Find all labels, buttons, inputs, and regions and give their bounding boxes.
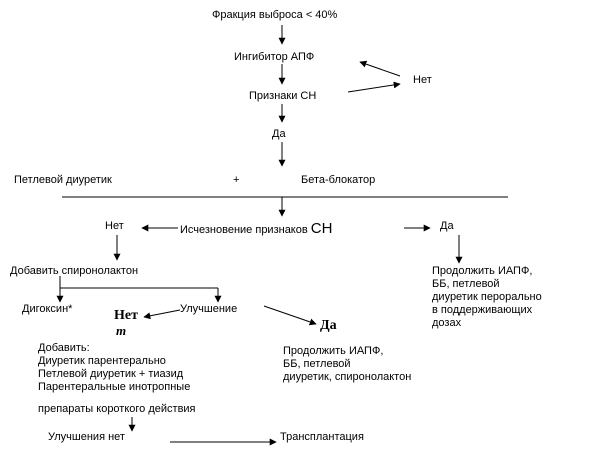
continue-center-line: Продолжить ИАПФ, — [283, 345, 384, 357]
arrow-signs-to-no — [347, 81, 401, 93]
continue-right-line: ББ, петлевой — [432, 278, 500, 290]
continue-right-line: Продолжить ИАПФ, — [432, 265, 533, 277]
arrow-improvement-to-yes — [263, 305, 317, 326]
arrow-no-to-ace — [359, 60, 401, 77]
disappearance-prefix: Исчезновение признаков — [180, 224, 308, 236]
node-plus: + — [233, 174, 240, 186]
node-yes-bold: Да — [320, 318, 337, 333]
arrow-improvement-to-no — [143, 309, 181, 320]
node-no-improvement: Улучшения нет — [48, 431, 125, 443]
node-no-bold: Нет — [114, 308, 138, 323]
node-add-spironolactone: Добавить спиронолактон — [10, 265, 139, 277]
node-beta-blocker: Бета-блокатор — [301, 174, 376, 186]
node-continue-center: Продолжить ИАПФ, ББ, петлевой диуретик, … — [283, 345, 411, 384]
node-no-bold-mark: т — [116, 323, 127, 338]
add-block-line: Парентеральные инотропные — [38, 381, 191, 393]
node-transplantation: Трансплантация — [280, 431, 364, 443]
node-digoxin: Дигоксин* — [22, 303, 73, 315]
node-hf-signs: Признаки СН — [249, 90, 317, 102]
node-improvement: Улучшение — [180, 303, 238, 315]
add-block-line: Добавить: — [38, 342, 90, 354]
add-block-line: Диуретик парентерально — [38, 355, 166, 367]
disappearance-suffix: СН — [310, 220, 333, 237]
node-yes-top: Да — [272, 128, 286, 140]
node-disappearance: Исчезновение признаков СН — [180, 220, 332, 237]
continue-right-line: дозах — [432, 317, 462, 329]
continue-center-line: диуретик, спиронолактон — [283, 371, 412, 383]
add-block-line: Петлевой диуретик + тиазид — [38, 368, 184, 380]
node-yes-mid: Да — [440, 220, 454, 232]
node-continue-right: Продолжить ИАПФ, ББ, петлевой диуретик п… — [432, 265, 542, 330]
continue-center-line: ББ, петлевой — [283, 358, 351, 370]
continue-right-line: в поддерживающих — [432, 304, 533, 316]
node-ace-inhibitor: Ингибитор АПФ — [234, 51, 315, 63]
node-no-mid: Нет — [105, 220, 124, 232]
node-ejection-fraction: Фракция выброса < 40% — [212, 9, 338, 21]
node-add-block: Добавить: Диуретик парентерально Петлево… — [38, 342, 190, 394]
node-short-acting: препараты короткого действия — [38, 403, 196, 415]
continue-right-line: диуретик перорально — [432, 291, 542, 303]
node-no-top: Нет — [413, 74, 432, 86]
node-loop-diuretic: Петлевой диуретик — [14, 174, 112, 186]
